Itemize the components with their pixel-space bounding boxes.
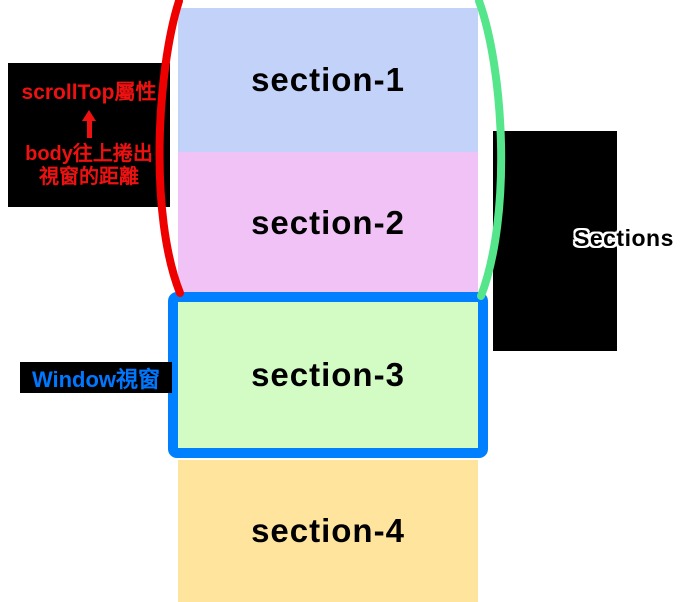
up-arrow-stem <box>86 120 92 138</box>
up-arrow-icon <box>82 109 96 138</box>
scrolltop-note-line3: 視窗的距離 <box>39 165 139 188</box>
section-4-label: section-4 <box>251 512 405 549</box>
scrolltop-property-label: scrollTop屬性 <box>21 81 157 105</box>
window-viewport-box: section-3 <box>168 292 488 458</box>
section-1-label: section-1 <box>251 61 405 98</box>
window-label-box: Window視窗 <box>20 362 172 393</box>
section-2-label: section-2 <box>251 203 405 241</box>
window-label-text: Window視窗 <box>31 366 161 392</box>
scrolltop-note-line2: body往上捲出 <box>25 142 153 165</box>
up-arrow-head <box>82 109 96 121</box>
section-2-block: section-2 <box>178 152 478 293</box>
section-1-block: section-1 <box>178 8 478 152</box>
section-4-block: section-4 <box>178 460 478 602</box>
section-3-label: section-3 <box>251 356 405 393</box>
sections-annotation-box <box>493 131 617 351</box>
scrolltop-annotation-box: scrollTop屬性 body往上捲出 視窗的距離 <box>8 63 170 207</box>
sections-annotation-label: Sections <box>574 225 674 251</box>
